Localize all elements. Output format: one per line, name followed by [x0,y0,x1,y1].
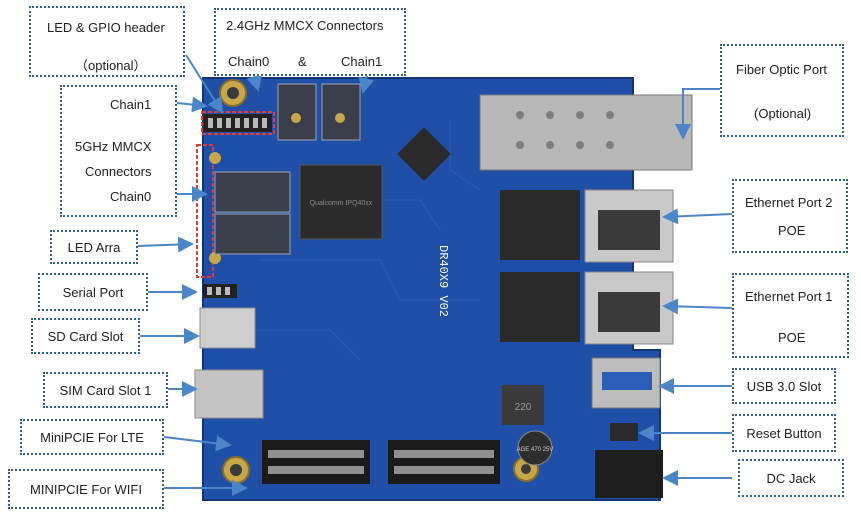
mmcx5-title2: Connectors [85,164,152,179]
arrow-eth1 [662,298,733,315]
dc-label: DC Jack [766,470,816,486]
mmcx24-title: 2.4GHz MMCX Connectors [226,18,384,33]
callout-mmcx-24ghz: 2.4GHz MMCX Connectors Chain0 & Chain1 [214,8,406,76]
rf-shield-24-chain1 [321,83,361,141]
board-silkscreen: DR40X9 V02 [436,245,450,317]
minipcie-lte-label: MiniPCIE For LTE [40,429,144,445]
reset-label: Reset Button [746,425,822,441]
mmcx24-chain1: Chain1 [341,54,383,69]
dc-jack [595,450,663,498]
svg-text:AGE 470 25V: AGE 470 25V [517,447,554,453]
soc-label: Qualcomm IPQ40xx [310,200,373,207]
callout-sim: SIM Card Slot 1 [43,372,168,408]
main-soc [299,164,383,240]
callout-eth1: Ethernet Port 1 POE [732,273,849,358]
eth1-line1: Ethernet Port 1 [745,289,833,304]
gpio-header [201,111,275,135]
led-array-label: LED Arra [67,239,121,255]
reset-button [610,423,638,441]
fiber-line2: (Optional) [754,106,812,121]
callout-led-array: LED Arra [50,230,138,264]
sd-slot [199,307,256,349]
sfp-cage [479,94,693,171]
minipcie-wifi-label: MINIPCIE For WIFI [30,481,142,497]
arrow-minipcie-lte [163,435,232,452]
sd-label: SD Card Slot [47,328,124,344]
callout-minipcie-wifi: MINIPCIE For WIFI [8,469,164,509]
sim-slot [194,369,264,419]
callout-mmcx-5ghz: Chain1 5GHz MMCX Connectors Chain0 [60,85,177,217]
arrow-eth2 [662,208,733,225]
callout-fiber: Fiber Optic Port (Optional) [720,44,844,137]
fiber-line1: Fiber Optic Port [736,62,828,77]
mmcx5-chain1: Chain1 [110,97,152,112]
usb-label: USB 3.0 Slot [746,378,822,394]
arrow-5ghz-chain1 [176,96,208,113]
mmcx5-chain0: Chain0 [110,189,152,204]
ethernet-port-2 [500,189,674,263]
arrow-led-gpio [185,54,224,114]
arrow-fiber [675,88,720,140]
eth2-line1: Ethernet Port 2 [745,195,833,210]
sim-label: SIM Card Slot 1 [59,382,152,398]
mmcx24-chain0: Chain0 [228,54,270,69]
eth2-line2: POE [778,223,806,238]
arrow-led-array [137,236,194,253]
minipcie-wifi-slot [388,440,500,484]
callout-serial: Serial Port [38,273,148,311]
callout-eth2: Ethernet Port 2 POE [732,179,848,253]
mmcx5-title1: 5GHz MMCX [75,139,152,154]
callout-dc: DC Jack [738,459,844,497]
callout-led-gpio: LED & GPIO header （optional） [29,6,185,77]
svg-text:220: 220 [515,402,532,413]
led-gpio-line1: LED & GPIO header [47,20,165,35]
callout-usb: USB 3.0 Slot [732,368,836,404]
ethernet-port-1 [500,271,674,345]
eth1-line2: POE [778,330,806,345]
serial-header [203,284,237,298]
diamond-chip [397,127,451,181]
rf-shield-24-chain0 [277,83,317,141]
capacitor [517,430,553,466]
callout-minipcie-lte: MiniPCIE For LTE [20,419,164,455]
callout-reset: Reset Button [732,414,836,452]
mmcx-5ghz [196,144,291,278]
minipcie-lte-slot [262,440,370,484]
inductor [502,385,544,425]
mmcx24-amp: & [298,54,307,69]
serial-label: Serial Port [62,284,124,300]
led-gpio-line2: （optional） [75,58,147,73]
callout-sd: SD Card Slot [31,318,140,354]
